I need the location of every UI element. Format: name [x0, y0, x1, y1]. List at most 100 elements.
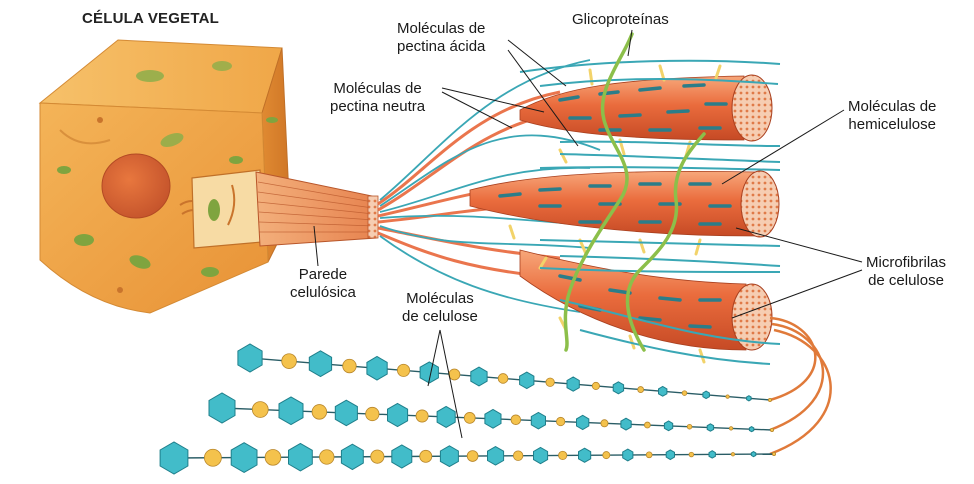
label-hemicelulose-line1: Moléculas de [848, 98, 937, 115]
glucose-hexagon [533, 446, 549, 465]
glycosidic-bead [645, 451, 653, 459]
glycoprotein-strands [563, 32, 706, 352]
glycosidic-bead [264, 449, 282, 466]
glycosidic-bead [725, 394, 730, 399]
label-celulose-line1: Moléculas [406, 290, 474, 307]
diagram-title: CÉLULA VEGETAL [82, 10, 219, 27]
label-pectina-acida-line2: pectina ácida [397, 38, 486, 55]
glucose-hexagon [663, 420, 674, 432]
label-pectina-acida-line1: Moléculas de [397, 20, 486, 37]
glucose-hexagon [387, 402, 409, 428]
glycosidic-bead [463, 412, 476, 424]
glycosidic-bead [448, 368, 461, 381]
glucose-hexagon [230, 442, 258, 473]
glucose-hexagon [708, 450, 716, 459]
cellulose-chain-3 [159, 441, 777, 475]
cellulose-chains [159, 343, 777, 475]
label-parede-celulosica: Parede celulósica [290, 266, 356, 302]
glucose-hexagon [439, 445, 459, 468]
glucose-hexagon [334, 399, 358, 427]
glycosidic-bead [311, 404, 328, 420]
cell-nucleus [101, 153, 171, 219]
glycosidic-bead [728, 426, 734, 431]
glucose-hexagon [748, 426, 755, 433]
glucose-hexagon [391, 444, 413, 469]
glucose-hexagon [622, 448, 634, 462]
glucose-hexagon [419, 361, 439, 384]
glucose-hexagon [578, 447, 592, 463]
label-moleculas-celulose: Moléculas de celulose [402, 290, 478, 326]
glucose-hexagon [484, 408, 502, 429]
glycosidic-bead [415, 409, 429, 423]
glycosidic-bead [637, 386, 645, 393]
glycosidic-bead [397, 363, 411, 377]
cellulose-chain-2 [208, 392, 775, 433]
glucose-hexagon [658, 385, 668, 397]
glucose-hexagon [576, 414, 590, 431]
label-celulose-line2: de celulose [402, 308, 478, 325]
label-pectina-neutra: Moléculas de pectina neutra [330, 80, 425, 116]
glycosidic-bead [365, 406, 380, 422]
glycosidic-bead [251, 401, 269, 418]
glycosidic-bead [770, 427, 775, 432]
glycosidic-bead [730, 452, 736, 457]
microfibril-middle [469, 170, 780, 238]
glycosidic-bead [772, 451, 777, 456]
label-parede-line1: Parede [298, 266, 348, 283]
glycosidic-bead [342, 358, 357, 374]
label-glicoproteinas: Glicoproteínas [572, 11, 669, 28]
glycosidic-bead [370, 449, 385, 464]
glucose-hexagon [750, 451, 757, 458]
glycosidic-bead [204, 448, 222, 467]
microfibril-top [519, 74, 773, 142]
glycosidic-bead [644, 421, 651, 429]
glucose-hexagon [487, 446, 505, 466]
glucose-hexagon [665, 449, 675, 461]
glucose-hexagon [366, 355, 388, 381]
label-pectina-acida: Moléculas de pectina ácida [397, 20, 485, 56]
label-parede-line2: celulósica [290, 284, 356, 301]
glucose-hexagon [566, 376, 580, 392]
glycosidic-bead [768, 397, 773, 402]
label-hemicelulose-line2: hemicelulose [848, 116, 936, 133]
glycosidic-bead [419, 449, 433, 463]
glycosidic-bead [466, 450, 479, 462]
glycosidic-bead [681, 390, 688, 396]
label-hemicelulose: Moléculas de hemicelulose [848, 98, 936, 134]
glucose-hexagon [620, 417, 632, 431]
pectin-strands [519, 59, 781, 365]
cellulose-tails [769, 316, 832, 456]
glucose-hexagon [519, 371, 535, 390]
glycosidic-bead [319, 449, 335, 465]
glucose-hexagon [436, 405, 456, 428]
glycosidic-bead [281, 353, 297, 369]
glucose-hexagon [340, 443, 364, 471]
glycosidic-bead [688, 451, 695, 458]
cellulose-wall-bundle [255, 171, 379, 247]
glucose-hexagon [308, 350, 333, 378]
glucose-hexagon [288, 442, 313, 472]
glycosidic-bead [497, 373, 509, 384]
glucose-hexagon [470, 366, 488, 387]
label-microfibrilas-line2: de celulose [868, 272, 944, 289]
cellulose-chain-1 [237, 343, 773, 402]
glucose-hexagon [278, 396, 304, 426]
glucose-hexagon [237, 343, 263, 373]
cell-wall-cutaway [191, 169, 263, 249]
glucose-hexagon [706, 423, 715, 432]
glucose-hexagon [208, 392, 236, 424]
glucose-hexagon [746, 395, 752, 402]
glucose-hexagon [530, 411, 546, 430]
glycosidic-bead [686, 423, 693, 430]
glycosidic-bead [591, 381, 600, 390]
glycosidic-bead [545, 377, 555, 387]
glycosidic-bead [556, 416, 566, 427]
label-microfibrilas-line1: Microfibrilas [866, 254, 947, 271]
leader-lines [313, 29, 863, 439]
glucose-hexagon [612, 381, 625, 395]
glucose-hexagon [702, 390, 710, 400]
glycosidic-bead [602, 451, 611, 460]
glycosidic-bead [558, 450, 568, 460]
